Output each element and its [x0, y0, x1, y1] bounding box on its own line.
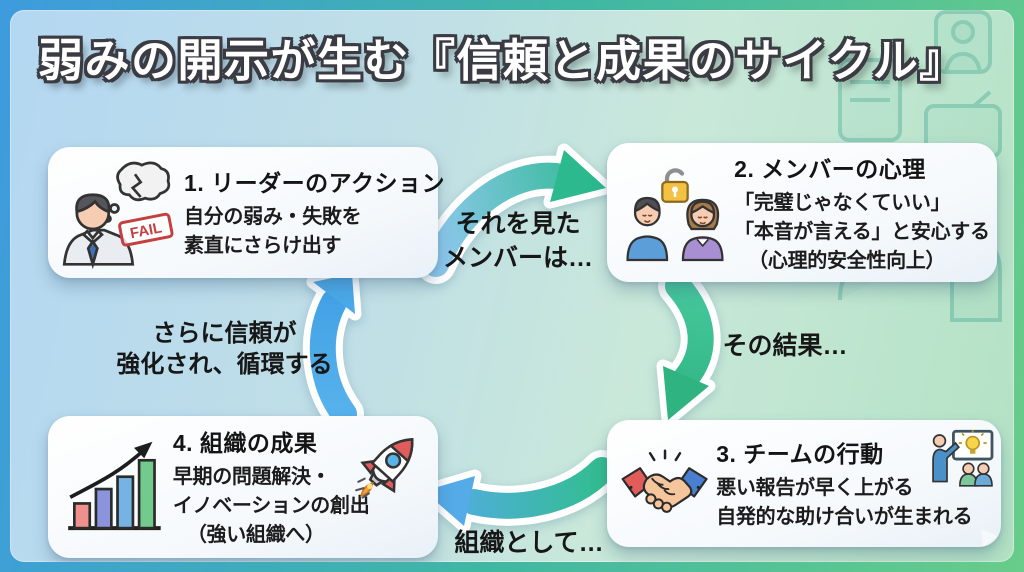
step-card-organization-results: 4. 組織の成果 早期の問題解決・ イノベーションの創出 （強い組織へ） — [48, 416, 438, 558]
step2-title: 2. メンバーの心理 — [734, 155, 926, 182]
step4-line1: 早期の問題解決・ — [172, 466, 331, 488]
arrow-label-left: さらに信頼が 強化され、循環する — [102, 318, 347, 380]
arrow-label-right: その結果… — [722, 332, 848, 360]
members-unlocked-padlock-icon — [626, 167, 724, 261]
step4-line2: イノベーションの創出 — [172, 495, 370, 517]
arrow-label-bottom: 組織として… — [454, 529, 604, 557]
leader-fail-thought-icon: FAIL — [62, 161, 174, 269]
step-card-team-behavior: 3. チームの行動 悪い報告が早く上がる 自発的な助け合いが生まれる — [607, 420, 1001, 547]
arrow-bottom — [417, 450, 622, 533]
step3-line2: 自発的な助け合いが生まれる — [716, 506, 973, 528]
step-card-member-psychology: 2. メンバーの心理 「完璧じゃなくていい」 「本音が言える」と安心する （心理… — [607, 143, 997, 282]
handshake-icon — [621, 449, 708, 513]
step1-line2: 素直にさらけ出す — [184, 235, 342, 257]
step1-title: 1. リーダーのアクション — [184, 170, 445, 196]
arrow-label-top: それを見た メンバーは… — [418, 207, 618, 275]
step3-title: 3. チームの行動 — [716, 441, 884, 467]
step2-line1: 「完璧じゃなくていい」 — [734, 191, 951, 214]
step4-title: 4. 組織の成果 — [172, 430, 318, 456]
arrow-label-top-line2: メンバーは… — [442, 244, 593, 272]
growth-bar-chart-icon — [68, 441, 161, 531]
page-title: 弱みの開示が生む『信頼と成果のサイクル』 — [38, 35, 966, 86]
step2-line2: 「本音が言える」と安心する — [734, 220, 990, 243]
step4-line3: （強い組織へ） — [186, 524, 325, 546]
diagram-panel: 弱みの開示が生む『信頼と成果のサイクル』 — [10, 10, 1014, 562]
step2-line3: （心理的安全性向上） — [748, 249, 946, 272]
arrow-label-left-line2: 強化され、循環する — [116, 351, 333, 378]
fail-stamp-text: FAIL — [129, 220, 164, 242]
step-card-leader-action: FAIL 1. リーダーのアクション 自分の弱み・失敗を 素直にさらけ出す — [48, 147, 445, 278]
step3-line1: 悪い報告が早く上がる — [716, 477, 914, 499]
presentation-lightbulb-icon — [932, 429, 994, 487]
arrow-label-top-line1: それを見た — [455, 210, 581, 238]
arrow-label-left-line1: さらに信頼が — [152, 320, 297, 347]
paper-plane-watermark-icon — [981, 527, 999, 547]
rocket-icon — [355, 438, 414, 499]
step1-line1: 自分の弱み・失敗を — [184, 206, 362, 228]
